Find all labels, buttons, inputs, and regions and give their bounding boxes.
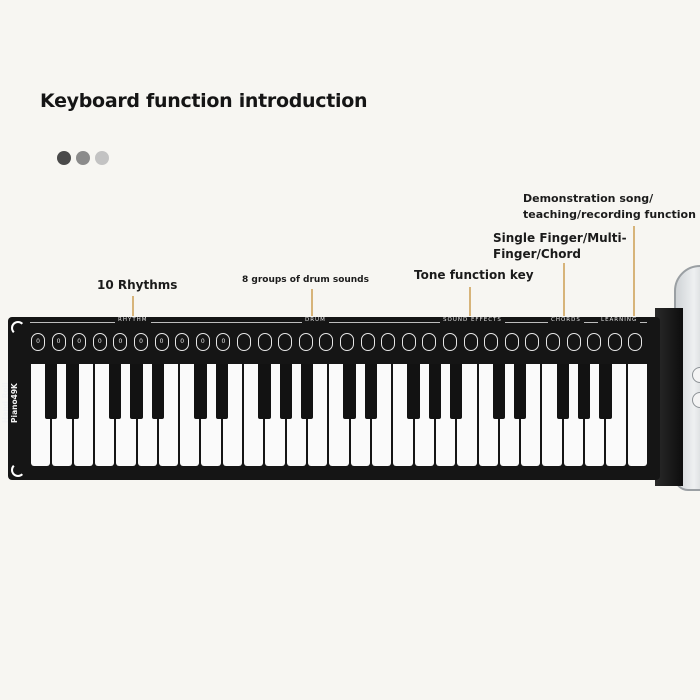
carousel-dot[interactable] xyxy=(57,151,71,165)
function-button[interactable] xyxy=(278,333,293,351)
leader-drum xyxy=(311,289,313,316)
black-key[interactable] xyxy=(215,364,228,419)
carousel-dot[interactable] xyxy=(95,151,109,165)
black-key[interactable] xyxy=(577,364,591,419)
roll-button-top xyxy=(692,367,700,383)
black-key[interactable] xyxy=(407,364,420,419)
leader-rhythms xyxy=(132,296,134,316)
section-drum: DRUM xyxy=(302,317,329,323)
section-sound-effects: SOUND EFFECTS xyxy=(440,317,505,323)
function-button[interactable]: 0 xyxy=(134,333,148,351)
section-learning: LEARNING xyxy=(598,317,641,323)
label-rhythms: 10 Rhythms xyxy=(97,278,178,292)
label-drum: 8 groups of drum sounds xyxy=(242,275,369,285)
function-button[interactable] xyxy=(298,333,313,351)
label-chord: Single Finger/Multi- Finger/Chord xyxy=(493,231,627,261)
keyboard-keys xyxy=(30,364,648,466)
black-key[interactable] xyxy=(258,364,271,419)
section-rhythm: RHYTHM xyxy=(115,317,151,323)
function-button[interactable] xyxy=(360,333,375,351)
function-button[interactable] xyxy=(443,333,457,351)
function-button[interactable] xyxy=(381,333,396,351)
function-button[interactable] xyxy=(566,333,581,351)
function-button[interactable]: 0 xyxy=(175,333,190,351)
function-button[interactable] xyxy=(237,333,251,351)
black-key[interactable] xyxy=(109,364,122,419)
function-button[interactable] xyxy=(546,333,560,351)
function-button[interactable] xyxy=(504,333,519,351)
function-button[interactable] xyxy=(463,333,478,351)
function-button[interactable] xyxy=(340,333,354,351)
function-button[interactable]: 0 xyxy=(154,333,169,351)
piano-brand: Hand Roll Piano49K xyxy=(1,382,19,424)
black-key[interactable] xyxy=(151,364,165,419)
function-button[interactable] xyxy=(257,333,272,351)
white-key[interactable] xyxy=(627,364,647,466)
black-key[interactable] xyxy=(45,364,58,419)
function-button[interactable]: 0 xyxy=(72,333,87,351)
black-key[interactable] xyxy=(599,364,612,419)
label-demo: Demonstration song/ teaching/recording f… xyxy=(523,192,696,221)
black-key[interactable] xyxy=(556,364,569,419)
function-button[interactable]: 0 xyxy=(195,333,210,351)
clip-bottom xyxy=(11,463,25,477)
roll-button-bottom xyxy=(692,392,700,408)
black-key[interactable] xyxy=(364,364,378,419)
black-key[interactable] xyxy=(300,364,314,419)
function-button[interactable]: 0 xyxy=(92,333,107,351)
section-line xyxy=(30,322,647,323)
label-tone: Tone function key xyxy=(414,268,534,282)
clip-top xyxy=(11,321,25,335)
page-title: Keyboard function introduction xyxy=(40,90,368,112)
white-key[interactable] xyxy=(457,364,477,466)
black-key[interactable] xyxy=(66,364,79,419)
carousel-dot[interactable] xyxy=(76,151,90,165)
black-key[interactable] xyxy=(130,364,143,419)
function-button[interactable]: 0 xyxy=(113,333,128,351)
function-button[interactable] xyxy=(628,333,643,351)
leader-demo xyxy=(633,226,635,316)
function-button[interactable] xyxy=(525,333,540,351)
function-button[interactable]: 0 xyxy=(31,333,45,351)
function-button[interactable] xyxy=(484,333,499,351)
function-button[interactable]: 0 xyxy=(216,333,231,351)
function-button[interactable] xyxy=(607,333,622,351)
function-button[interactable] xyxy=(319,333,334,351)
black-key[interactable] xyxy=(194,364,207,419)
function-button[interactable] xyxy=(587,333,602,351)
section-chords: CHORDS xyxy=(548,317,584,323)
function-button[interactable]: 0 xyxy=(51,333,66,351)
black-key[interactable] xyxy=(450,364,463,419)
black-key[interactable] xyxy=(513,364,527,419)
leader-tone xyxy=(469,287,471,316)
leader-chord xyxy=(563,263,565,316)
black-key[interactable] xyxy=(492,364,505,419)
function-button[interactable] xyxy=(401,333,416,351)
black-key[interactable] xyxy=(279,364,292,419)
black-key[interactable] xyxy=(428,364,442,419)
black-key[interactable] xyxy=(343,364,356,419)
function-button[interactable] xyxy=(422,333,437,351)
